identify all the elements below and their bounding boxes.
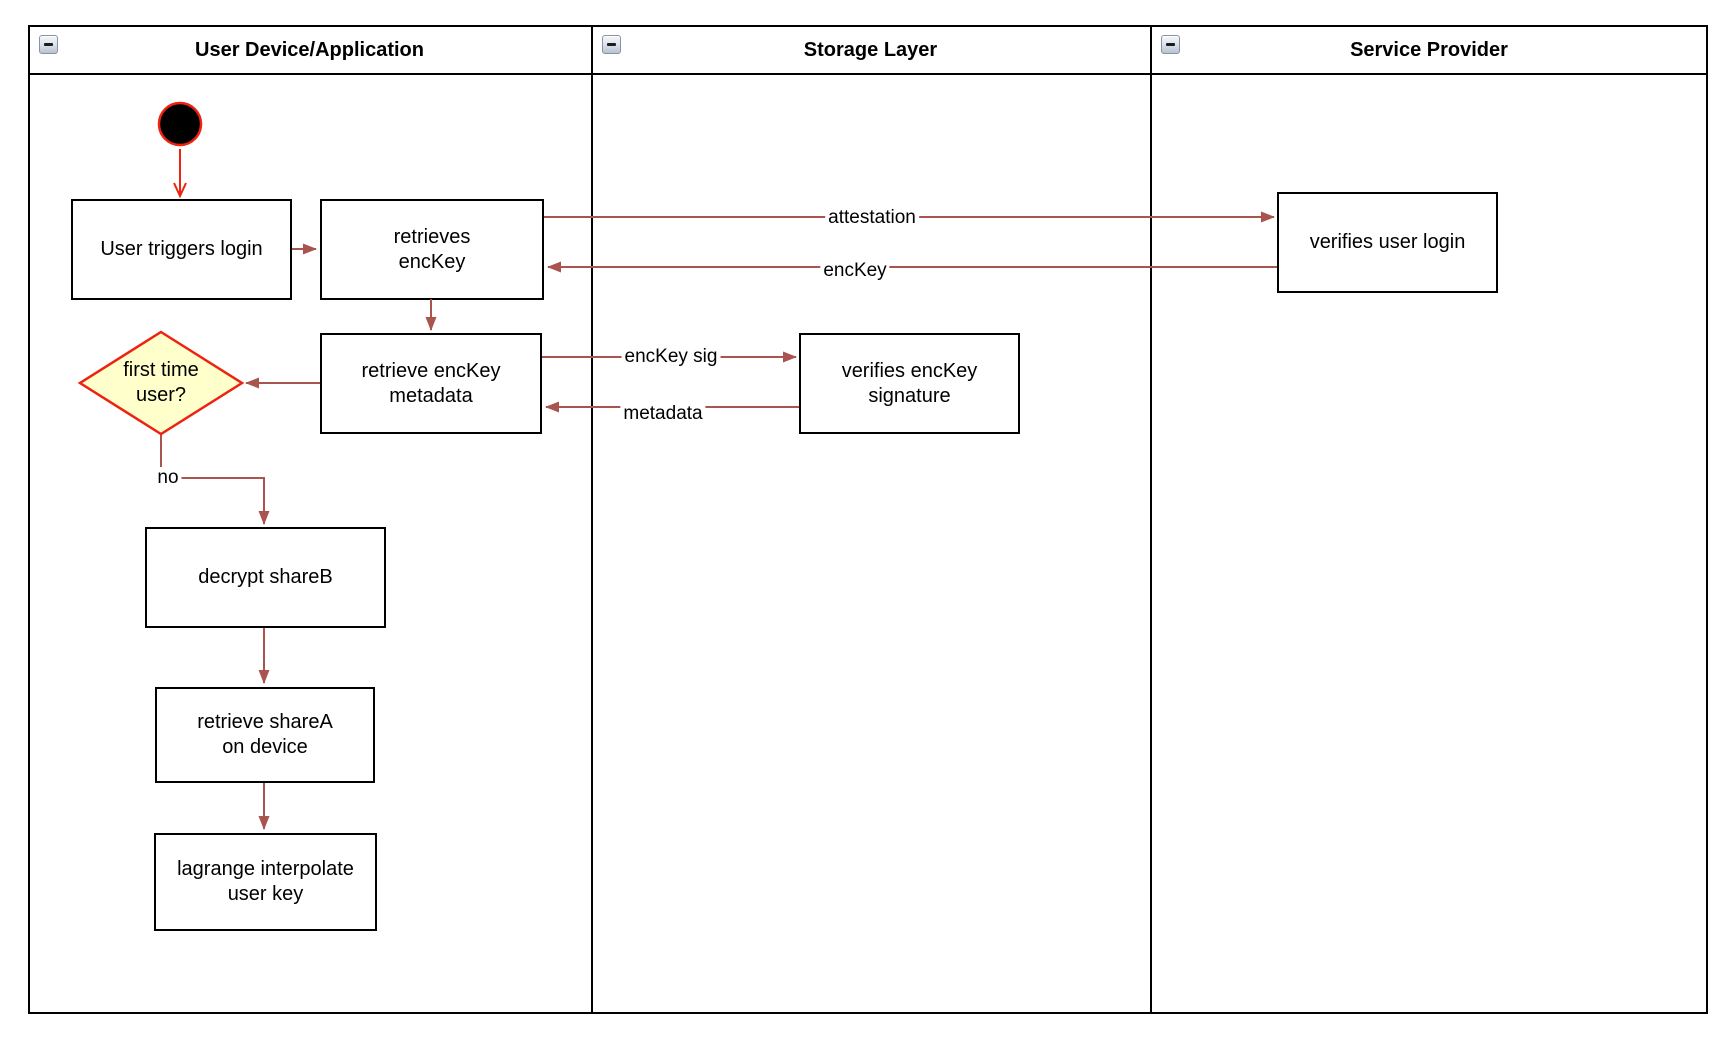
node-label: lagrange interpolate user key [177, 858, 354, 905]
node-retrieve-enckey-metadata[interactable]: retrieve encKey metadata [320, 333, 542, 434]
node-verifies-enckey-signature[interactable]: verifies encKey signature [799, 333, 1020, 434]
node-user-triggers-login[interactable]: User triggers login [71, 199, 292, 300]
edge-label-metadata: metadata [620, 403, 706, 425]
minus-icon [1166, 43, 1175, 46]
node-lagrange-interpolate-user-key[interactable]: lagrange interpolate user key [154, 833, 377, 931]
lane-divider-1 [591, 25, 593, 1014]
node-label: retrieve encKey metadata [361, 359, 501, 407]
collapse-lane-storage-layer-button[interactable] [602, 35, 621, 54]
node-retrieve-sharea-on-device[interactable]: retrieve shareA on device [155, 687, 375, 783]
collapse-lane-user-device-button[interactable] [39, 35, 58, 54]
node-label: retrieves encKey [393, 225, 471, 273]
node-verifies-user-login[interactable]: verifies user login [1277, 192, 1498, 293]
edge-label-enckey-sig: encKey sig [621, 346, 721, 368]
edge-label-attestation: attestation [825, 207, 919, 229]
node-label: verifies user login [1309, 231, 1466, 253]
node-label: verifies encKey signature [841, 359, 978, 407]
node-label: decrypt shareB [198, 566, 333, 588]
collapse-lane-service-provider-button[interactable] [1161, 35, 1180, 54]
lane-title-storage-layer: Storage Layer [803, 38, 938, 61]
minus-icon [44, 43, 53, 46]
lane-title-service-provider: Service Provider [1350, 38, 1508, 61]
node-retrieves-enckey[interactable]: retrieves encKey [320, 199, 544, 300]
node-label: retrieve shareA on device [197, 711, 333, 758]
node-decrypt-shareb[interactable]: decrypt shareB [145, 527, 386, 628]
minus-icon [607, 43, 616, 46]
node-label: User triggers login [100, 238, 263, 260]
lane-header-separator [28, 73, 1708, 75]
edge-label-no: no [154, 467, 182, 489]
edge-label-enckey: encKey [820, 260, 890, 282]
decision-label-first-time-user: first time user? [123, 359, 199, 406]
lane-divider-2 [1150, 25, 1152, 1014]
lane-title-user-device: User Device/Application [195, 38, 424, 61]
